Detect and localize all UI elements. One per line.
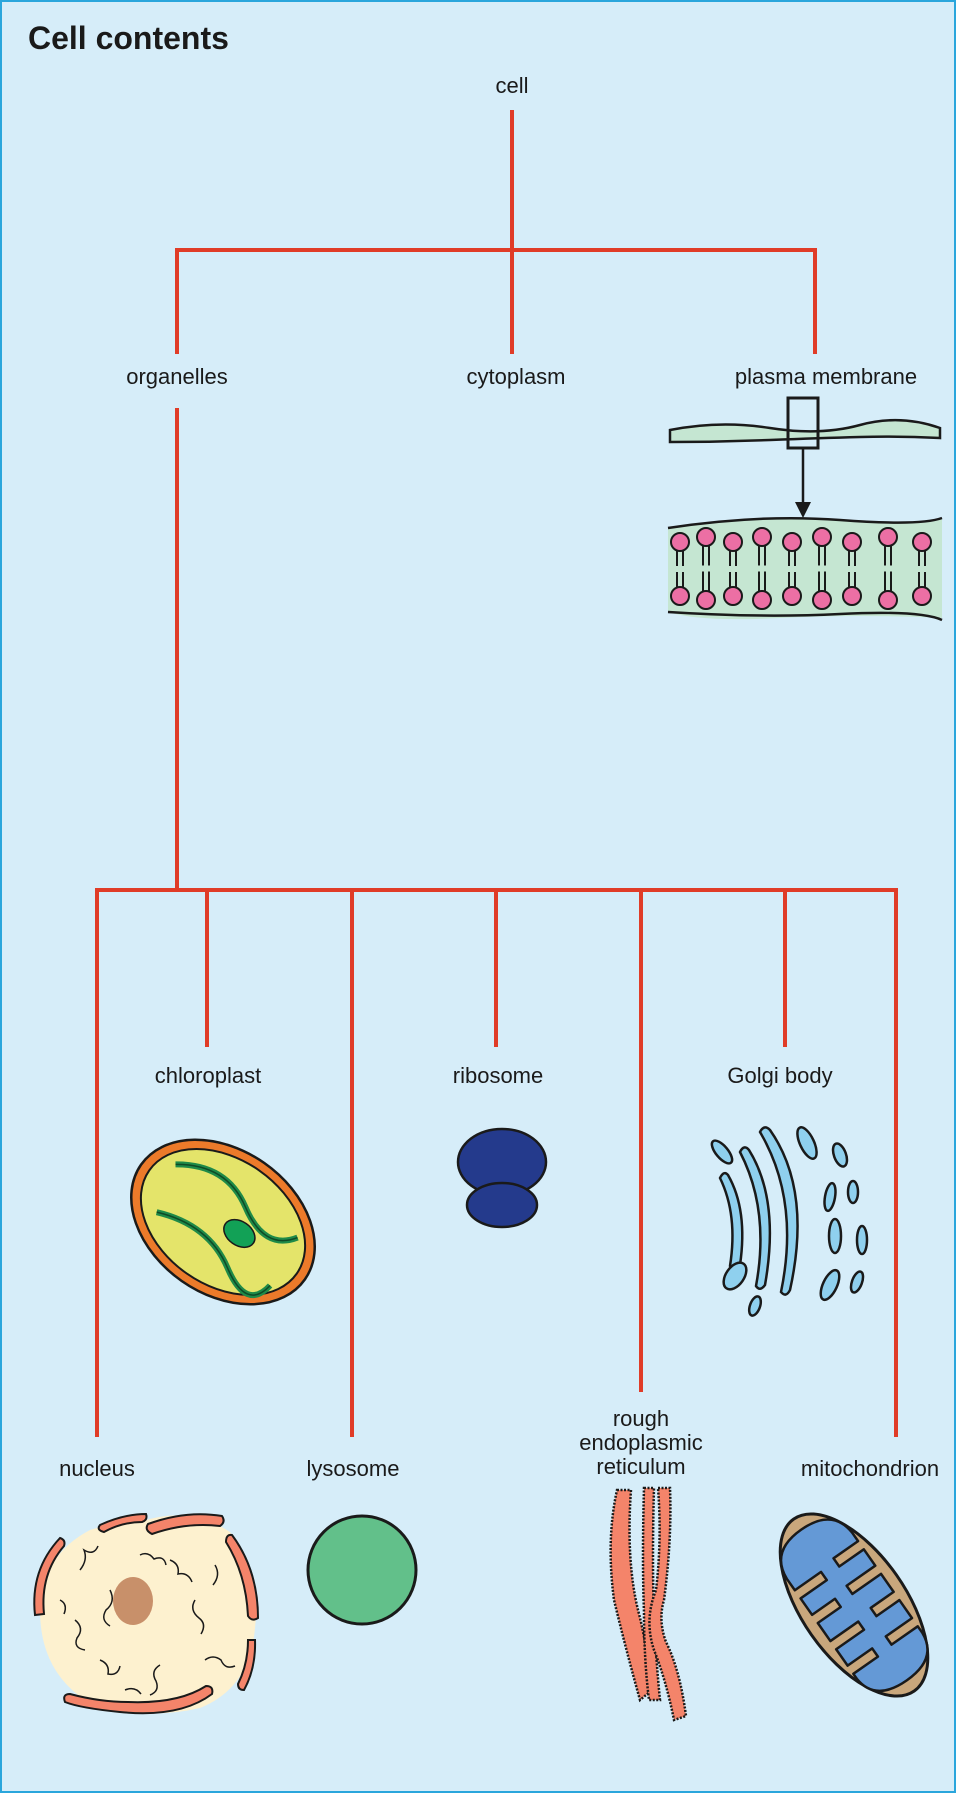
phospholipid-molecule [812, 527, 832, 610]
nuclear-envelope [33, 1512, 260, 1715]
node-nucleus: nucleus [59, 1456, 135, 1481]
phospholipid-molecule [782, 532, 802, 606]
node-mitochondrion: mitochondrion [800, 1456, 940, 1481]
lysosome-icon [306, 1514, 418, 1626]
chromatin [59, 1545, 236, 1701]
node-cell: cell [495, 73, 529, 98]
phospholipid-molecules [670, 527, 932, 610]
node-ribosome: ribosome [452, 1063, 544, 1088]
node-cytoplasm: cytoplasm [466, 364, 566, 389]
nucleolus [113, 1577, 153, 1625]
phospholipid-bilayer [667, 516, 943, 622]
page-title: Cell contents [28, 20, 229, 56]
phospholipid-molecule [912, 532, 932, 606]
nucleus-icon [33, 1512, 260, 1715]
phospholipid-molecule [696, 527, 716, 610]
node-organelles: organelles [126, 364, 228, 389]
arrow-head [795, 502, 811, 518]
phospholipid-molecule [670, 532, 690, 606]
node-lysosome: lysosome [306, 1456, 400, 1481]
mitochondrion-icon [778, 1512, 930, 1698]
phospholipid-molecule [842, 532, 862, 606]
magnifier-box [786, 396, 820, 450]
ribosome-icon [456, 1127, 548, 1229]
node-rough-er: rough endoplasmic reticulum [579, 1406, 703, 1479]
phospholipid-molecule [878, 527, 898, 610]
node-chloroplast: chloroplast [154, 1063, 262, 1088]
membrane-outline-illustration [668, 396, 942, 518]
phospholipid-molecule [723, 532, 743, 606]
phospholipid-molecule [752, 527, 772, 610]
node-golgi-body: Golgi body [727, 1063, 833, 1088]
golgi-body-icon [710, 1126, 869, 1317]
connector-tree [95, 110, 898, 1437]
chloroplast-icon [130, 1138, 316, 1306]
node-plasma-membrane: plasma membrane [734, 364, 918, 389]
rough-er-icon [609, 1486, 688, 1722]
